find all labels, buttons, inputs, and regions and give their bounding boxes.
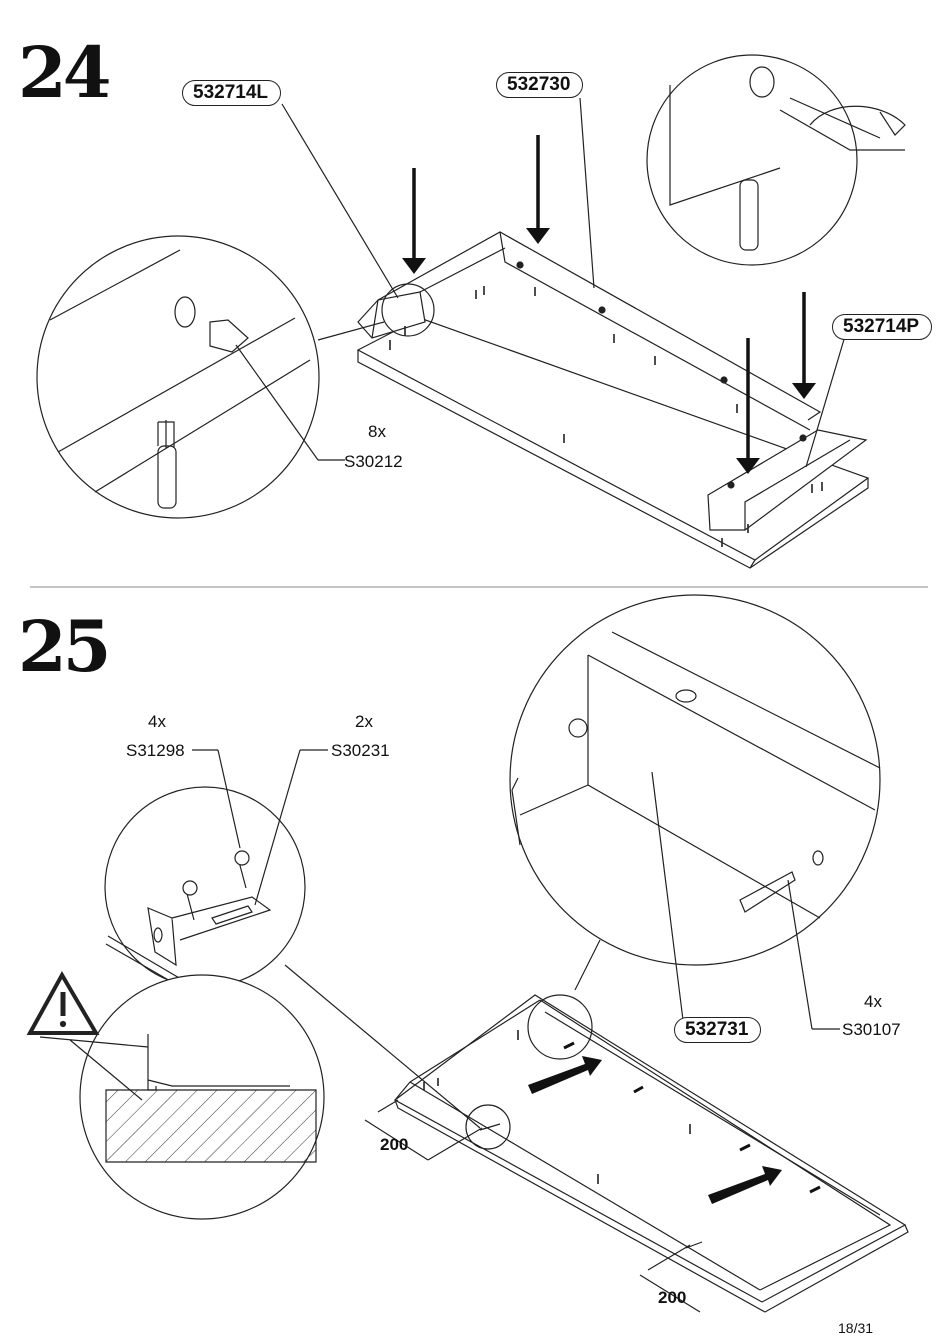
screw-code: S31298: [126, 741, 185, 760]
right-side-piece: [708, 430, 866, 530]
part-label-right: 532714P: [832, 314, 933, 340]
part-label-panel: 532731: [674, 1017, 762, 1043]
step-number-24: 24: [18, 31, 111, 114]
hardware-code-24: S30212: [344, 452, 403, 471]
zoom-screwdriver-detail: [647, 55, 857, 265]
left-side-piece: [358, 292, 425, 338]
zoom-cam-detail: [37, 236, 319, 518]
step-number-25: 25: [18, 605, 111, 688]
zoom-screw-panel-detail: [510, 595, 880, 965]
screw-qty: 4x: [148, 712, 166, 731]
part-label-left: 532714L: [182, 80, 282, 106]
dimension-label-bottom: 200: [658, 1288, 687, 1307]
long-screw-qty: 4x: [864, 992, 882, 1011]
zoom-bracket-detail: [105, 787, 305, 987]
bracket-code: S30231: [331, 741, 390, 760]
hardware-qty-24: 8x: [368, 422, 386, 441]
dimension-label-left: 200: [380, 1135, 409, 1154]
back-rail: [378, 232, 820, 420]
part-label-back: 532730: [496, 72, 584, 98]
page-number: 18/31: [838, 1320, 874, 1336]
bracket-qty: 2x: [355, 712, 373, 731]
long-screw-code: S30107: [842, 1020, 901, 1039]
